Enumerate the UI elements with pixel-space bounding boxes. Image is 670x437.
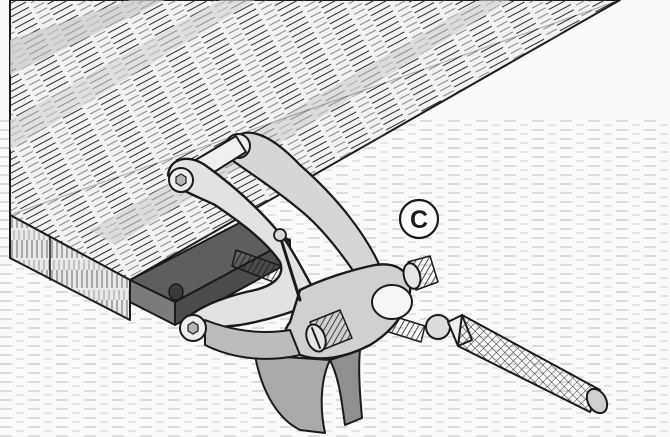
handle-end-cap (585, 387, 609, 415)
clamp-foot-right (329, 349, 363, 426)
adjuster-screw-left (305, 309, 353, 353)
allen-bolt-lower (179, 314, 207, 342)
door-slab (9, 0, 621, 321)
lower-jaw-plate (204, 319, 301, 360)
handle-ball-joint (425, 314, 451, 340)
callout-letter: C (410, 206, 428, 234)
knurled-grip (458, 315, 600, 412)
adjuster-screw-right (402, 255, 439, 291)
hub-boss (371, 284, 413, 320)
handle (425, 314, 609, 415)
allen-socket-icon (175, 173, 187, 187)
tension-pin (273, 228, 302, 302)
clamp-body (166, 157, 413, 360)
allen-bolt-upper (168, 167, 194, 193)
callout-circle (398, 198, 440, 240)
door-edge-grain (10, 215, 130, 320)
allen-socket-icon (187, 321, 199, 335)
callout-label: C (398, 198, 440, 240)
clamp-feet (254, 349, 363, 434)
clamp-foot-left (254, 354, 331, 434)
block-screw-hole (168, 283, 184, 301)
grain-strip-2 (10, 0, 255, 150)
grain-strip-1 (10, 0, 165, 75)
